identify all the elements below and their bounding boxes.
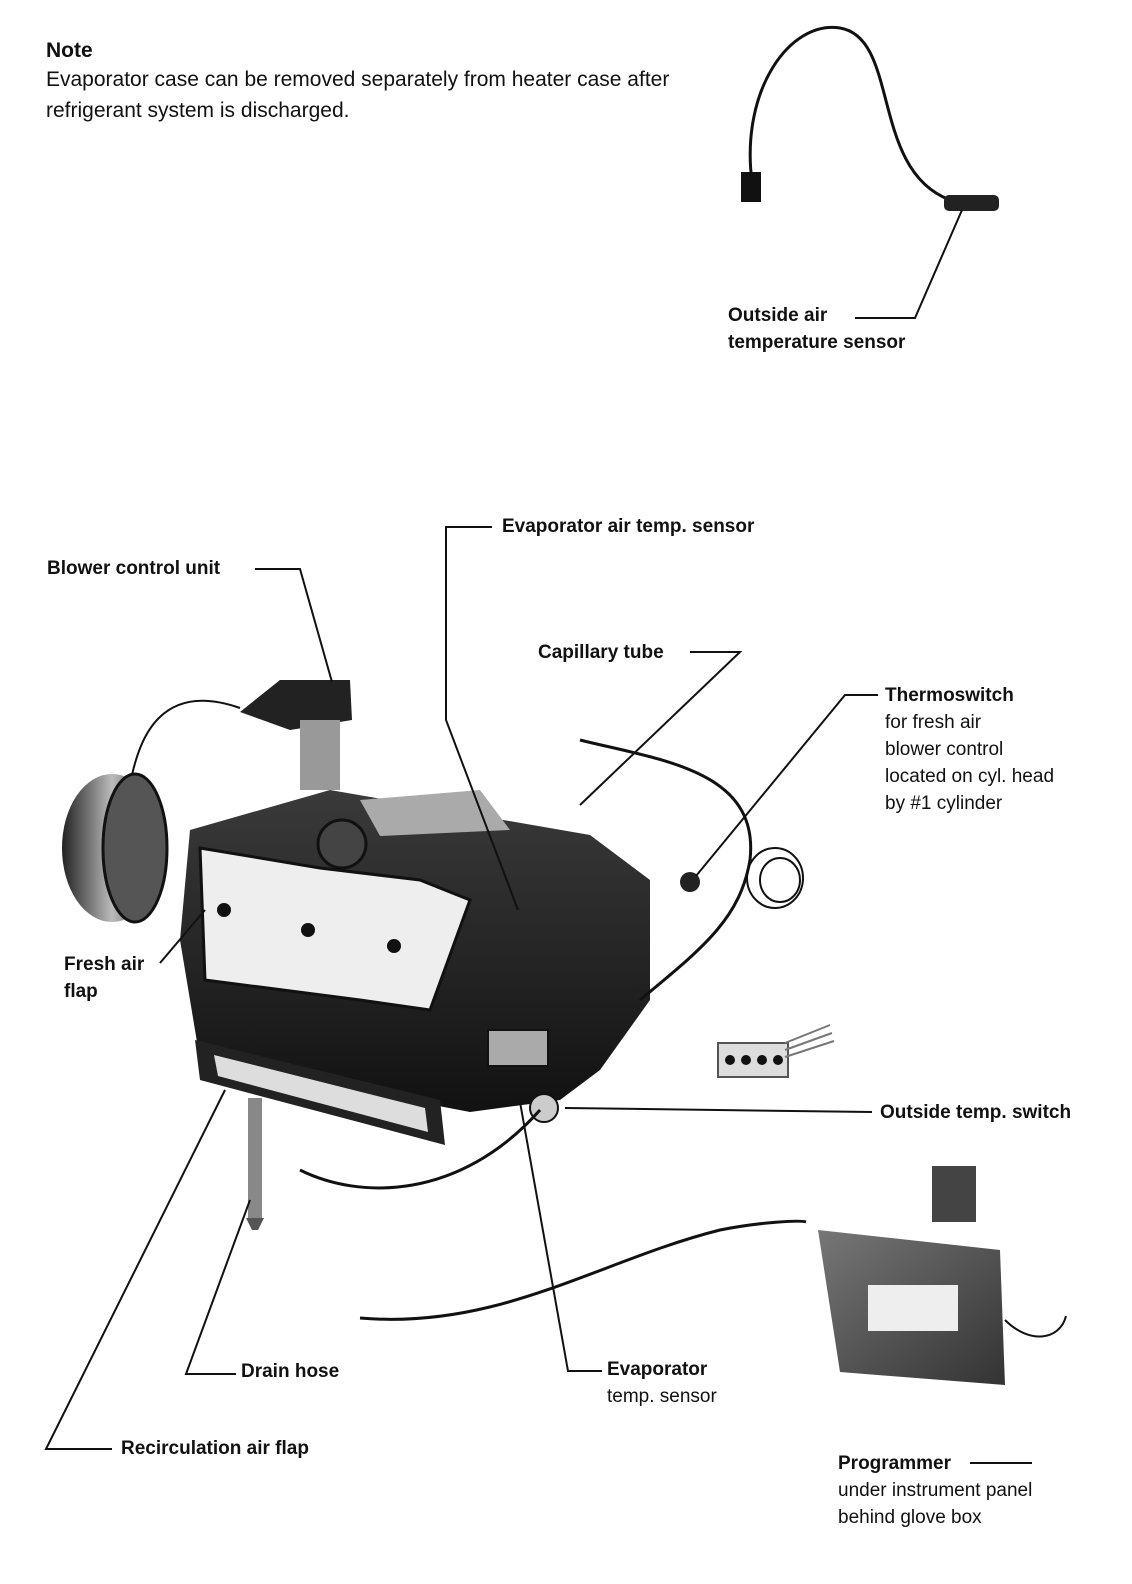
label-outside-temp-switch: Outside temp. switch bbox=[880, 1099, 1071, 1126]
thermoswitch-body-graphic bbox=[680, 872, 700, 892]
label-evaporator-temp-sensor-line1: temp. sensor bbox=[607, 1386, 717, 1407]
label-recirculation-air-flap-text: Recirculation air flap bbox=[121, 1438, 309, 1459]
sensor-connector-shape bbox=[741, 172, 761, 202]
label-blower-control-unit: Blower control unit bbox=[47, 555, 220, 582]
label-outside-temp-switch-text: Outside temp. switch bbox=[880, 1102, 1072, 1123]
note-text: Evaporator case can be removed separatel… bbox=[46, 68, 670, 122]
label-evaporator-temp-sensor: Evaporator temp. sensor bbox=[607, 1356, 717, 1410]
duct-ring-graphic bbox=[62, 772, 169, 924]
outside-air-sensor-graphic bbox=[741, 25, 999, 211]
label-fresh-air-flap-line2: flap bbox=[64, 981, 98, 1002]
label-fresh-air-flap-line1: Fresh air bbox=[64, 954, 145, 975]
drain-hose-graphic bbox=[246, 1098, 264, 1230]
label-outside-air-temp-sensor: Outside air temperature sensor bbox=[728, 302, 905, 356]
label-programmer-title: Programmer bbox=[838, 1453, 951, 1474]
note-title: Note bbox=[46, 39, 93, 62]
heater-case-graphic bbox=[180, 790, 650, 1123]
leader-lines bbox=[44, 209, 1032, 1464]
label-thermoswitch-line1: for fresh air bbox=[885, 712, 982, 733]
label-evaporator-temp-sensor-title: Evaporator bbox=[607, 1359, 708, 1380]
capillary-coil-graphic bbox=[746, 847, 804, 909]
sensor-probe-shape bbox=[944, 195, 999, 211]
label-recirculation-air-flap: Recirculation air flap bbox=[121, 1435, 309, 1462]
programmer-graphic bbox=[818, 1166, 1067, 1385]
recirculation-flap-graphic bbox=[195, 1040, 445, 1145]
label-evaporator-air-temp-sensor-text: Evaporator air temp. sensor bbox=[502, 516, 755, 537]
label-thermoswitch-title: Thermoswitch bbox=[885, 685, 1014, 706]
label-fresh-air-flap: Fresh air flap bbox=[64, 951, 144, 1005]
wiring-harness-graphic bbox=[299, 738, 807, 1321]
label-blower-control-unit-text: Blower control unit bbox=[47, 558, 221, 579]
note-block: Note Evaporator case can be removed sepa… bbox=[46, 38, 726, 126]
label-programmer-line2: behind glove box bbox=[838, 1507, 982, 1528]
label-drain-hose-text: Drain hose bbox=[241, 1361, 340, 1382]
label-thermoswitch: Thermoswitch for fresh air blower contro… bbox=[885, 682, 1054, 817]
blower-control-unit-graphic bbox=[131, 680, 352, 790]
label-outside-air-line1: Outside air bbox=[728, 305, 828, 326]
label-programmer: Programmer under instrument panel behind… bbox=[838, 1450, 1032, 1531]
label-capillary-tube: Capillary tube bbox=[538, 639, 664, 666]
label-programmer-line1: under instrument panel bbox=[838, 1480, 1033, 1501]
label-drain-hose: Drain hose bbox=[241, 1358, 339, 1385]
connector-block-graphic bbox=[717, 1024, 835, 1078]
label-thermoswitch-line4: by #1 cylinder bbox=[885, 793, 1003, 814]
label-outside-air-line2: temperature sensor bbox=[728, 332, 906, 353]
label-thermoswitch-line2: blower control bbox=[885, 739, 1004, 760]
label-evaporator-air-temp-sensor: Evaporator air temp. sensor bbox=[502, 513, 754, 540]
label-thermoswitch-line3: located on cyl. head bbox=[885, 766, 1055, 787]
label-capillary-tube-text: Capillary tube bbox=[538, 642, 664, 663]
